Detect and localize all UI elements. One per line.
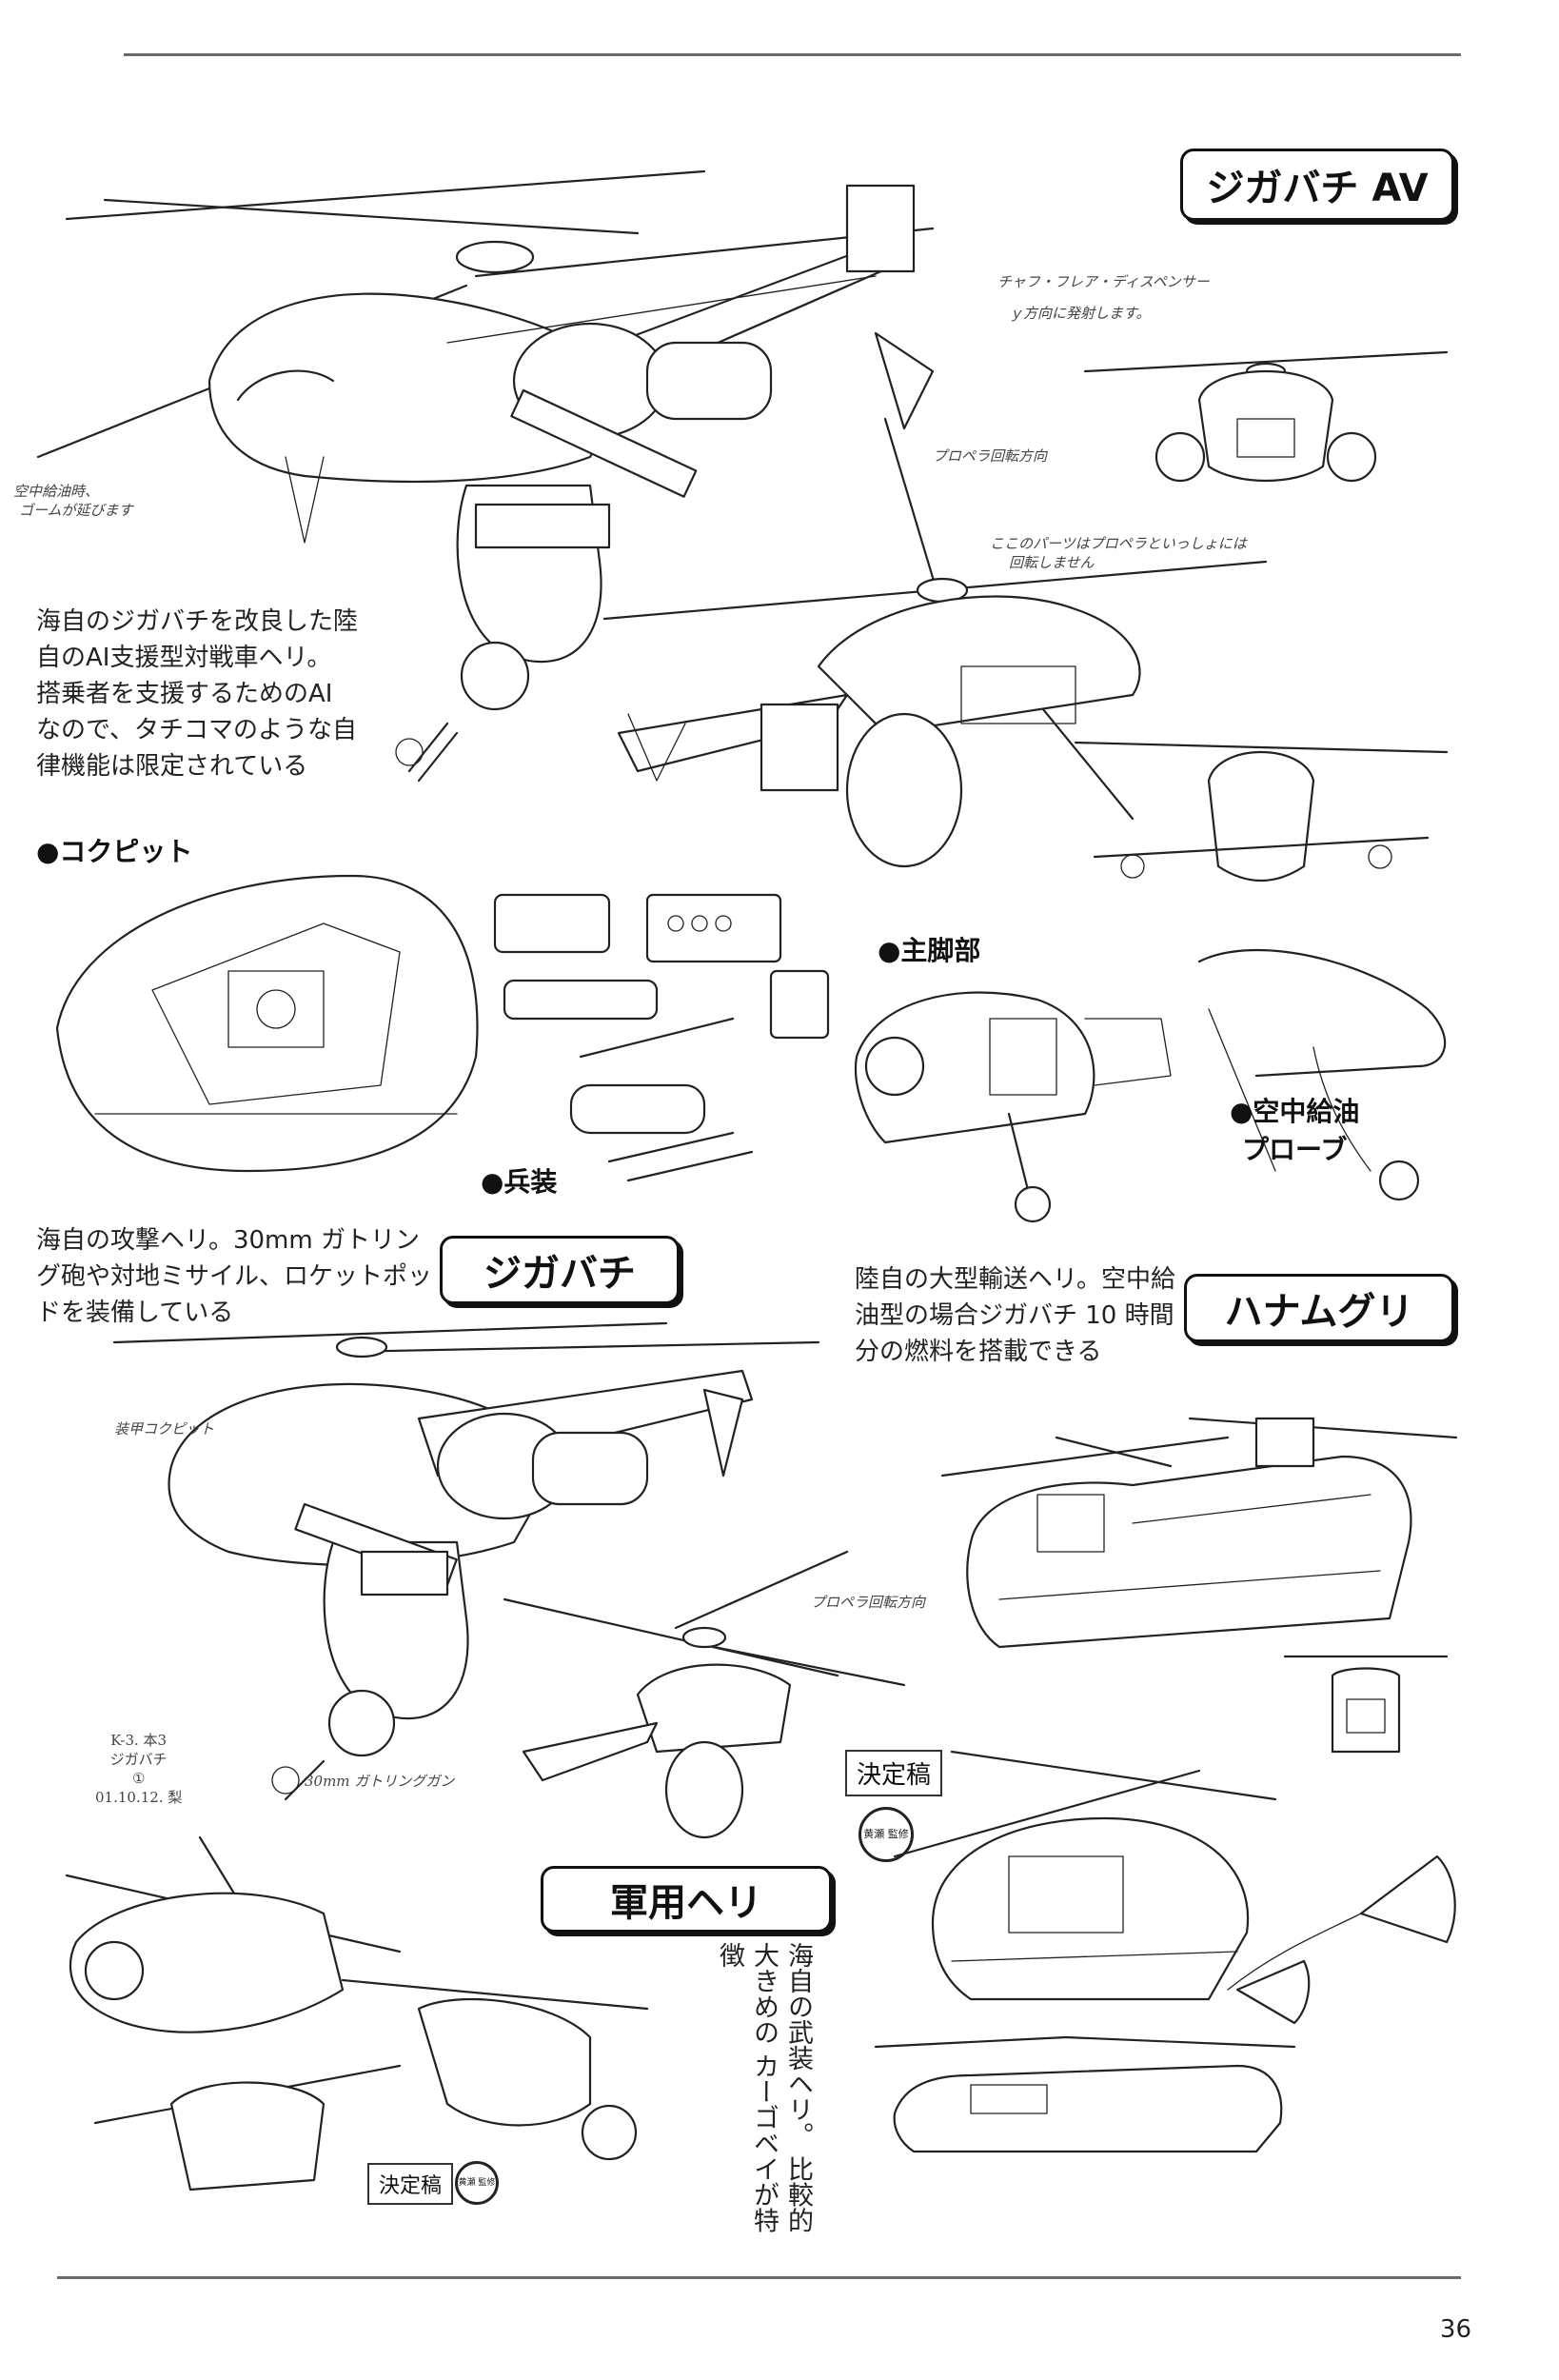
note-parts: ここのパーツはプロペラといっしょには [990,535,1247,552]
cockpit-drawing [55,874,479,1173]
label-main-gear: ●主脚部 [878,935,981,966]
jigabachi-av-description: 海自のジガバチを改良した陸 自のAI支援型対戦車ヘリ。 搭乗者を支援するためのA… [36,607,359,781]
hanamuguri-main-drawing [940,1417,1458,1649]
hanamuguri-detail-drawing [893,1750,1277,2001]
note-chaff: チャフ・フレア・ディスペンサー [997,273,1210,290]
refuel-drogue-drawing [1227,1854,1456,2025]
main-gear-drawing [855,991,1172,1223]
label-weapons: ●兵装 [481,1166,558,1198]
sheet-label: K-3. 本3 ジガバチ ① 01.10.12. 梨 [95,1732,183,1806]
label-refuel-probe: ●空中給油 プローブ [1230,1096,1360,1165]
note-gatling: 30mm ガトリングガン [305,1773,455,1790]
note-rotor-av: プロペラ回転方向 [933,447,1048,465]
hanamuguri-front-view [1283,1655,1449,1754]
military-heli-drawing [65,1835,649,2192]
note-chaff-2: ｙ方向に発射します。 [1009,305,1151,322]
refuel-probe-drawing [1197,948,1447,1201]
top-rule [124,53,1461,56]
jigabachi-av-small-front [1074,741,1449,882]
jigabachi-rear-view [503,1550,906,1839]
hanamuguri-side-view [874,2035,1296,2153]
title-jigabachi: ジガバチ [440,1236,680,1304]
jigabachi-main-drawing [112,1321,820,1801]
note-refuel-2: ゴームが延びます [19,502,133,519]
military-heli-stamp: 決定稿 [367,2163,454,2205]
note-refuel: 空中給油時、 [13,483,100,500]
jigabachi-av-rear-view [602,417,1268,868]
bottom-rule [57,2276,1461,2279]
military-heli-description: 海自の武装ヘリ。 比較的大きめの カーゴベイが特徴 [715,1942,813,2233]
jigabachi-av-front-view [1083,350,1449,483]
title-jigabachi-av: ジガバチ AV [1180,149,1454,221]
military-heli-seal: 黄瀬 監修 [455,2161,499,2205]
note-rotor-jigabachi: プロペラ回転方向 [811,1594,926,1611]
jigabachi-description: 海自の攻撃ヘリ。30mm ガトリン グ砲や対地ミサイル、ロケットポッ ドを装備し… [36,1226,433,1327]
note-parts-2: 回転しません [1009,554,1095,571]
page-number: 36 [1439,2315,1471,2344]
hanamuguri-stamp: 決定稿 [845,1750,943,1796]
hanamuguri-description: 陸自の大型輸送ヘリ。空中給 油型の場合ジガバチ 10 時間 分の燃料を搭載できる [855,1265,1175,1366]
weapons-drawing [493,893,830,1182]
label-cockpit: ●コクピット [36,836,193,867]
title-military-heli: 軍用ヘリ [541,1866,832,1933]
title-hanamuguri: ハナムグリ [1184,1274,1454,1342]
jigabachi-av-main-drawing [36,169,935,783]
note-armored-cockpit: 装甲コクピット [114,1420,215,1438]
